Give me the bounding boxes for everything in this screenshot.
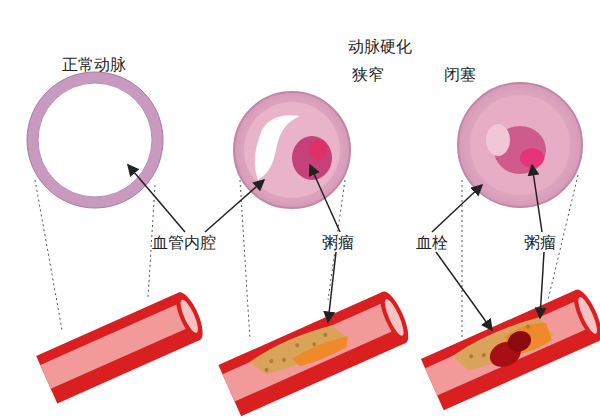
part-label: 粥瘤 xyxy=(322,234,354,252)
normal-artery-tube xyxy=(36,289,208,404)
stage-label: 闭塞 xyxy=(444,66,476,84)
leader-arrows xyxy=(128,165,544,330)
occluded-artery-tube xyxy=(421,286,600,410)
normal-cross-section xyxy=(27,72,163,208)
part-label: 血栓 xyxy=(416,234,448,252)
occluded-cross-section xyxy=(458,83,582,207)
figure-heading: 正常动脉 xyxy=(62,56,126,74)
part-label: 血管内腔 xyxy=(152,234,216,252)
figure-heading: 动脉硬化 xyxy=(348,38,412,56)
part-label: 粥瘤 xyxy=(524,234,556,252)
narrowed-artery-tube xyxy=(218,288,413,416)
stage-label: 狭窄 xyxy=(352,66,384,84)
